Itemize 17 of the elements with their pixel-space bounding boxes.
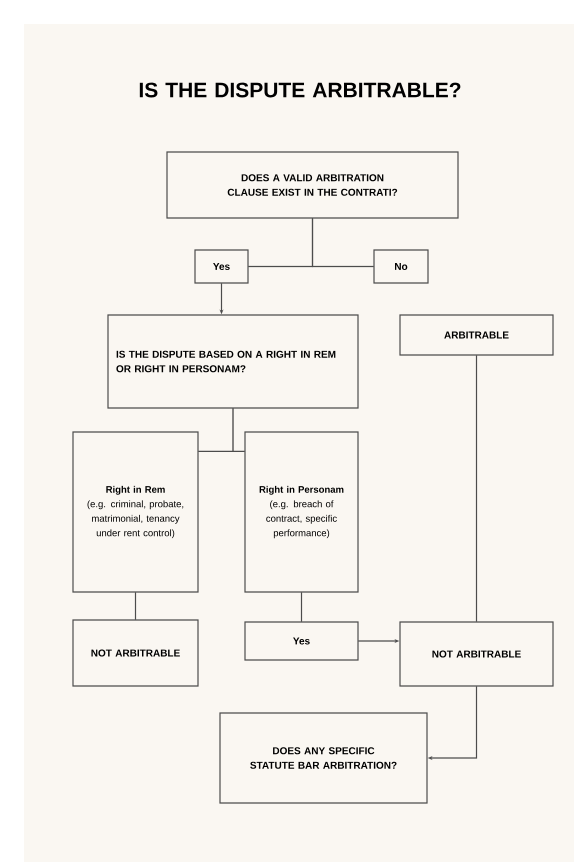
category-box: Right in Personam (e.g. breach of contract, specific performance) (244, 431, 359, 593)
decision-box: DOES ANY SPECIFIC STATUTE BAR ARBITRATION? (219, 712, 428, 804)
connector (232, 408, 244, 452)
answer-box: No (373, 249, 429, 284)
outcome-box: ARBITRABLE (399, 314, 554, 356)
decision-box: DOES A VALID ARBITRATION CLAUSE EXIST IN THE CONTRATI? (166, 151, 459, 219)
connector (300, 592, 302, 622)
title: IS THE DISPUTE ARBITRABLE? (140, 82, 460, 98)
outcome-box: NOT ARBITRABLE (72, 619, 199, 687)
category-box: Right in Rem (e.g. criminal, probate, matrimonial, tenancy under rent control) (72, 431, 199, 593)
connector (476, 356, 478, 622)
decision-box: IS THE DISPUTE BASED ON A RIGHT IN REM OR RIGHT IN PERSONAM? (107, 314, 359, 409)
answer-box: Yes (194, 249, 249, 284)
connector (312, 218, 374, 268)
answer-box: Yes (244, 621, 359, 661)
connector (134, 592, 136, 620)
outcome-box: NOT ARBITRABLE (399, 621, 554, 687)
